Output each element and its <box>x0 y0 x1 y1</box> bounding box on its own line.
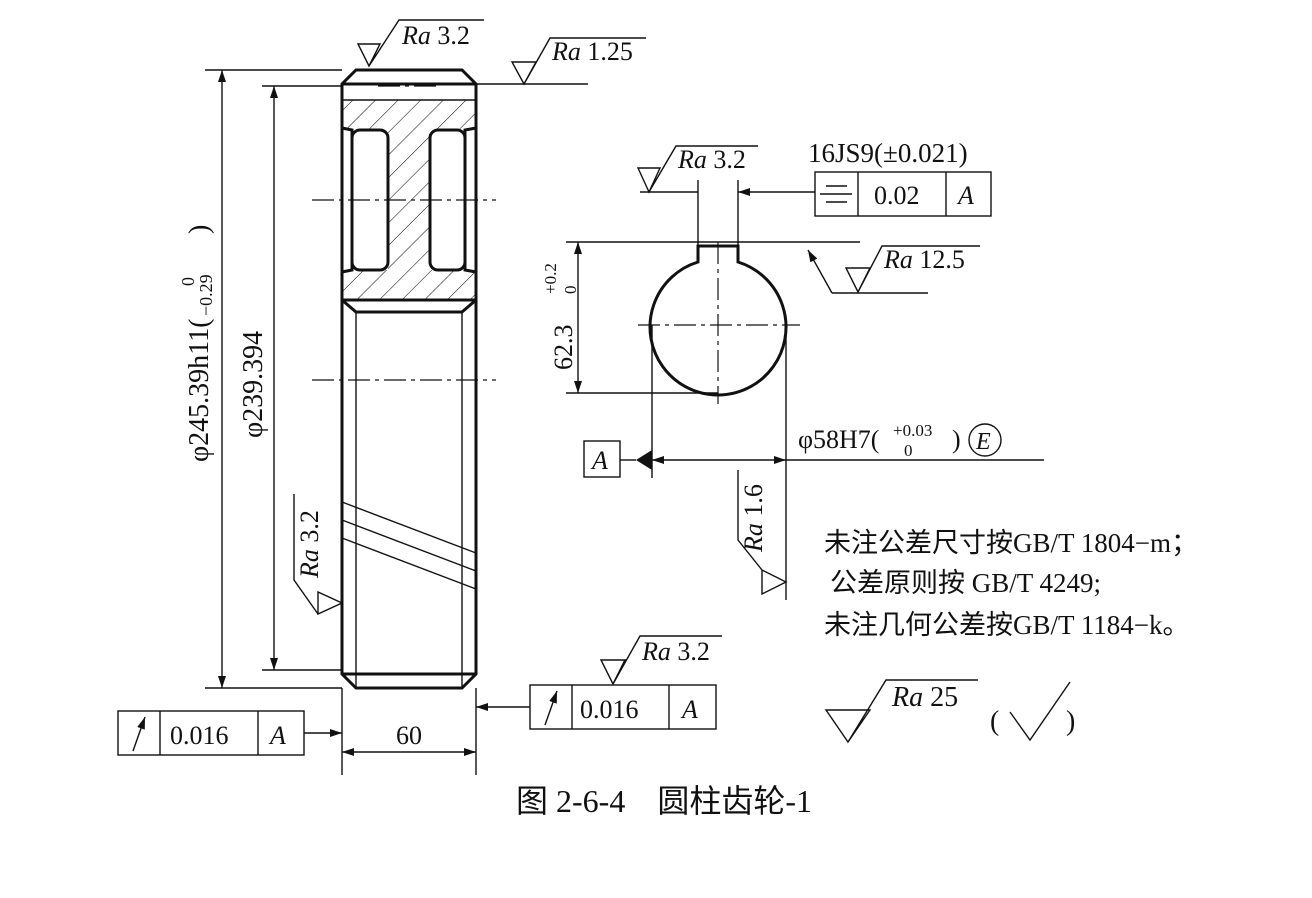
svg-text:): ) <box>184 225 215 234</box>
svg-text:A: A <box>268 721 286 750</box>
bore-keyway-view: 62.3 +0.2 0 φ58H7( +0.03 0 ) E A <box>541 180 1044 600</box>
svg-text:0: 0 <box>904 441 913 460</box>
tip-tol-lower: −0.29 <box>196 274 216 316</box>
keyway-height-dim: 62.3 <box>549 325 578 371</box>
datum-label: A <box>590 446 608 475</box>
svg-text:+0.03: +0.03 <box>893 421 932 440</box>
svg-text:Ra 1.25: Ra 1.25 <box>551 37 633 66</box>
technical-notes: 未注公差尺寸按GB/T 1804−m； 公差原则按 GB/T 4249; 未注几… <box>824 528 1198 640</box>
bore-outline <box>648 244 788 397</box>
roughness-top-face: Ra 3.2 <box>356 19 484 68</box>
roughness-outer-diameter: Ra 1.25 <box>510 37 646 86</box>
keyway-width-dim: 16JS9(±0.021) <box>808 138 968 168</box>
svg-text:Ra 3.2: Ra 3.2 <box>295 510 324 579</box>
roughness-left-face: Ra 3.2 <box>293 494 344 616</box>
svg-text:Ra 3.2: Ra 3.2 <box>401 21 470 50</box>
svg-text:Ra 12.5: Ra 12.5 <box>883 245 965 274</box>
svg-text:): ) <box>1066 706 1075 737</box>
runout-frame-right: 0.016 A <box>476 684 717 730</box>
svg-text:A: A <box>956 181 974 210</box>
svg-text:Ra 3.2: Ra 3.2 <box>677 145 746 174</box>
pitch-diameter-dim: φ239.394 <box>238 331 269 438</box>
roughness-right-face: Ra 3.2 <box>599 635 722 686</box>
face-width-dim: 60 <box>396 721 422 750</box>
svg-text:A: A <box>680 695 698 724</box>
svg-text:+0.2: +0.2 <box>541 263 560 294</box>
roughness-bore: Ra 1.6 <box>737 470 788 596</box>
roughness-keyway-side: Ra 3.2 <box>636 145 758 194</box>
svg-text:0.02: 0.02 <box>874 181 920 210</box>
svg-text:Ra 25: Ra 25 <box>891 682 958 713</box>
gear-dimensions: 60 φ245.39h11( 0 −0.29 ) φ239.394 <box>178 69 588 775</box>
note-3: 未注几何公差按GB/T 1184−k。 <box>824 610 1190 640</box>
envelope-symbol: E <box>975 429 991 455</box>
svg-text:Ra 1.6: Ra 1.6 <box>739 484 768 553</box>
note-2: 公差原则按 GB/T 4249; <box>830 568 1101 598</box>
gear-section-view <box>312 68 496 690</box>
roughness-keyway-top: Ra 12.5 <box>807 245 980 294</box>
figure-caption: 图 2-6-4 圆柱齿轮-1 <box>516 783 812 819</box>
svg-text:φ245.39h11(: φ245.39h11( <box>184 319 215 462</box>
symmetry-frame: 0.02 A <box>814 171 992 217</box>
svg-text:0: 0 <box>561 286 580 295</box>
runout-frame-left: 0.016 A <box>117 710 342 756</box>
svg-text:): ) <box>952 425 961 454</box>
svg-text:0.016: 0.016 <box>580 695 639 724</box>
svg-text:(: ( <box>990 706 999 737</box>
tip-diameter-dim: φ245.39h11 <box>184 328 215 462</box>
hatched-web <box>342 100 476 300</box>
tip-tol-upper: 0 <box>178 277 198 286</box>
svg-text:0.016: 0.016 <box>170 721 229 750</box>
bore-diameter-dim: φ58H7( <box>798 425 879 454</box>
svg-text:Ra 3.2: Ra 3.2 <box>641 637 710 666</box>
note-1: 未注公差尺寸按GB/T 1804−m； <box>824 528 1198 558</box>
roughness-general: Ra 25 ( ) <box>824 679 1075 744</box>
